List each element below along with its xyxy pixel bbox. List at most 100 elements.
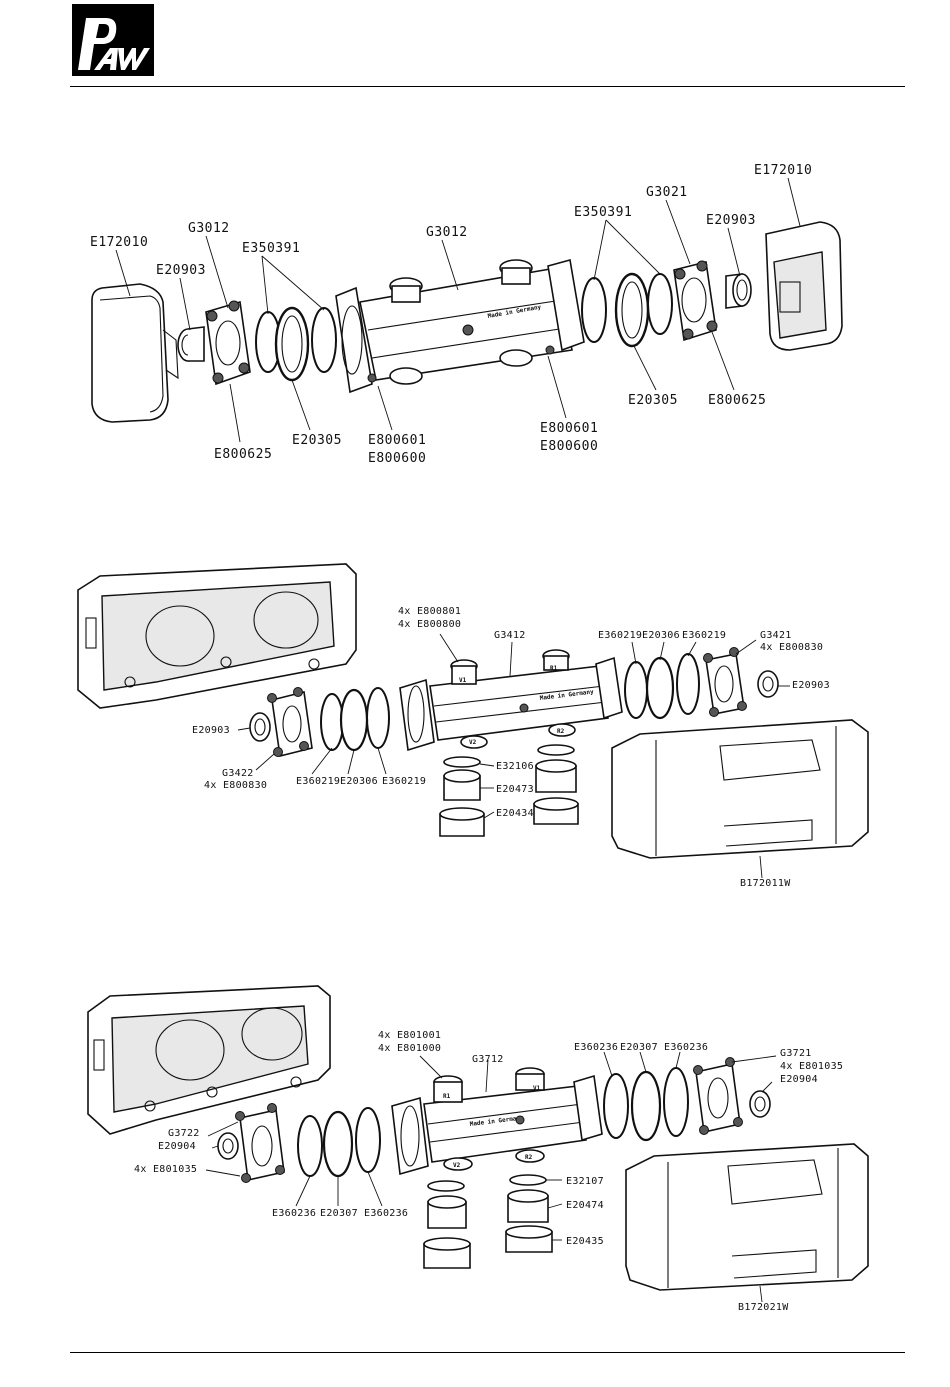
header-rule bbox=[70, 86, 905, 87]
label-screws-top-b-2: 4x E800800 bbox=[398, 619, 461, 630]
label-oring-r1-3: E360236 bbox=[574, 1042, 618, 1053]
label-ring-right: E20305 bbox=[628, 393, 678, 408]
exploded-diagram-2: Made in Germany V1 R1 V2 R2 bbox=[77, 563, 869, 889]
label-ring-r-2: E20306 bbox=[642, 630, 680, 641]
ring-l-2 bbox=[339, 688, 369, 752]
label-screws-top-a-3: 4x E801001 bbox=[378, 1030, 441, 1041]
label-screws-top-a-2: 4x E800801 bbox=[398, 606, 461, 617]
oring-right-2 bbox=[647, 273, 673, 335]
label-screws-body-right-b: E800600 bbox=[540, 439, 598, 454]
flange-right-2 bbox=[703, 647, 747, 717]
label-screws-body-left-a: E800601 bbox=[368, 433, 426, 448]
oring-r2-3 bbox=[663, 1067, 689, 1137]
oring-left-2 bbox=[311, 307, 337, 373]
insulation-back-2 bbox=[77, 563, 357, 709]
label-flange-right: G3021 bbox=[646, 185, 688, 200]
oring-right-1 bbox=[581, 277, 607, 343]
label-plug-r-2: E20903 bbox=[792, 680, 830, 691]
manifold-body-3: Made in Germany R1 V1 V2 R2 bbox=[391, 1067, 603, 1176]
plug-left-3 bbox=[217, 1132, 239, 1160]
label-body-2: G3412 bbox=[494, 630, 526, 641]
seal-ring-right bbox=[614, 272, 650, 348]
label-body-3: G3712 bbox=[472, 1054, 504, 1065]
footer-rule bbox=[70, 1352, 905, 1353]
paw-logo: PAW bbox=[72, 4, 154, 76]
oring-l1-2 bbox=[320, 693, 344, 751]
label-oring-l2-3: E360236 bbox=[364, 1208, 408, 1219]
label-oring-r2-2: E360219 bbox=[682, 630, 726, 641]
port-r2-2: R2 bbox=[557, 728, 565, 735]
label-oring-left: E350391 bbox=[242, 241, 300, 256]
label-nut-2: E20434 bbox=[496, 808, 534, 819]
oring-r1-3 bbox=[603, 1073, 629, 1139]
label-insulation-3: B172021W bbox=[738, 1302, 789, 1313]
label-screw-right: E800625 bbox=[708, 393, 766, 408]
port-v2-2: V2 bbox=[469, 739, 477, 746]
ring-r-3 bbox=[630, 1070, 662, 1142]
label-oring-r1-2: E360219 bbox=[598, 630, 642, 641]
port-r1-3: R1 bbox=[443, 1093, 451, 1100]
label-nipple-3: E20474 bbox=[566, 1200, 604, 1211]
port-v1-3: V1 bbox=[533, 1085, 541, 1092]
logo-text: PAW bbox=[112, 72, 114, 75]
port-r1-2: R1 bbox=[550, 665, 558, 672]
label-ring-left: E20305 bbox=[292, 433, 342, 448]
label-screws-l-3: 4x E801035 bbox=[134, 1164, 197, 1175]
leaders-3 bbox=[205, 1051, 777, 1303]
label-nipple-2: E20473 bbox=[496, 784, 534, 795]
flange-left-2 bbox=[249, 687, 313, 757]
label-plug-right: E20903 bbox=[706, 213, 756, 228]
port-v2-3: V2 bbox=[453, 1162, 461, 1169]
plug-right bbox=[725, 273, 752, 309]
flange-right bbox=[673, 260, 718, 342]
label-body-1: G3012 bbox=[426, 225, 468, 240]
label-screws-body-right-a: E800601 bbox=[540, 421, 598, 436]
label-gasket-3: E32107 bbox=[566, 1176, 604, 1187]
label-plug-l-3: E20904 bbox=[158, 1141, 196, 1152]
label-flange-left: G3012 bbox=[188, 221, 230, 236]
label-ring-r-3: E20307 bbox=[620, 1042, 658, 1053]
label-housing-right: E172010 bbox=[754, 163, 812, 178]
label-flange-r-3: G3721 bbox=[780, 1048, 812, 1059]
leaders-2 bbox=[237, 633, 790, 879]
oring-l1-3 bbox=[297, 1115, 323, 1177]
oring-r1-2 bbox=[624, 661, 648, 719]
label-screws-l-2: 4x E800830 bbox=[204, 780, 267, 791]
insulation-front-3 bbox=[625, 1143, 869, 1291]
label-screws-r-3: 4x E801035 bbox=[780, 1061, 843, 1072]
insulation-front-2 bbox=[611, 719, 869, 859]
flange-left-3 bbox=[235, 1103, 285, 1183]
label-flange-l-3: G3722 bbox=[168, 1128, 200, 1139]
port-r2-3: R2 bbox=[525, 1154, 533, 1161]
label-screws-top-b-3: 4x E801000 bbox=[378, 1043, 441, 1054]
label-screw-left: E800625 bbox=[214, 447, 272, 462]
label-oring-l2-2: E360219 bbox=[382, 776, 426, 787]
label-ring-l-2: E20306 bbox=[340, 776, 378, 787]
insulation-back-3 bbox=[87, 985, 331, 1135]
label-nut-3: E20435 bbox=[566, 1236, 604, 1247]
leaders-1 bbox=[115, 177, 801, 443]
plug-right-2 bbox=[757, 670, 779, 698]
oring-r2-2 bbox=[676, 653, 700, 715]
label-oring-l1-2: E360219 bbox=[296, 776, 340, 787]
label-plug-left: E20903 bbox=[156, 263, 206, 278]
oring-l2-3 bbox=[355, 1107, 381, 1173]
label-oring-l1-3: E360236 bbox=[272, 1208, 316, 1219]
label-oring-r2-3: E360236 bbox=[664, 1042, 708, 1053]
label-gasket-2: E32106 bbox=[496, 761, 534, 772]
flange-right-3 bbox=[693, 1057, 743, 1135]
label-oring-right: E350391 bbox=[574, 205, 632, 220]
ring-r-2 bbox=[645, 656, 675, 720]
label-screws-body-left-b: E800600 bbox=[368, 451, 426, 466]
label-housing-left: E172010 bbox=[90, 235, 148, 250]
housing-right bbox=[765, 221, 843, 351]
label-insulation-2: B172011W bbox=[740, 878, 791, 889]
label-plug-l-2: E20903 bbox=[192, 725, 230, 736]
plug-right-3 bbox=[749, 1090, 771, 1118]
fittings-2 bbox=[439, 744, 579, 837]
ring-l-3 bbox=[322, 1110, 354, 1178]
seal-ring-left bbox=[274, 306, 310, 382]
flange-left bbox=[205, 300, 251, 386]
label-flange-l-2: G3422 bbox=[222, 768, 254, 779]
exploded-diagram-1: Made in Germany bbox=[90, 163, 843, 466]
